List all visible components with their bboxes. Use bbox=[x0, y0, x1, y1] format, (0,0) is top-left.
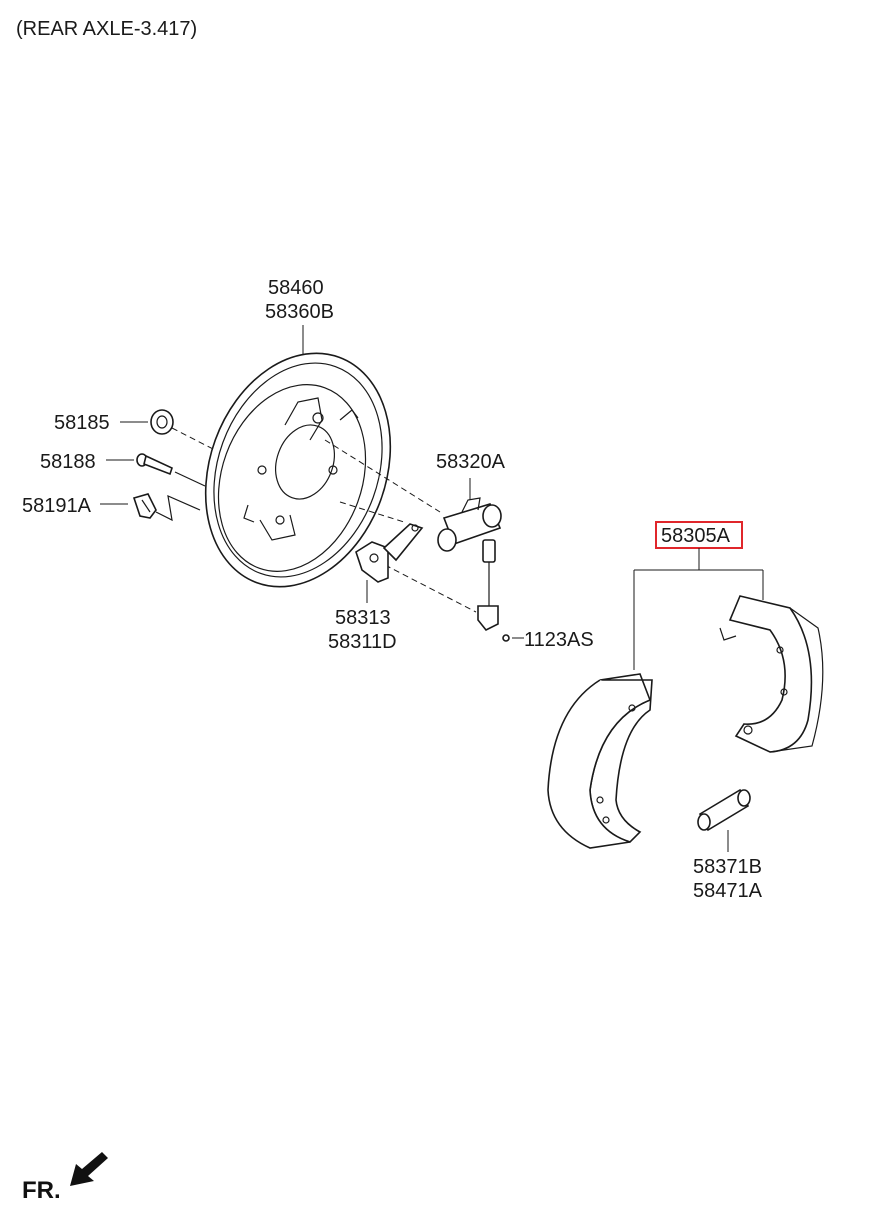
callout-58185[interactable]: 58185 bbox=[54, 412, 110, 434]
callout-58460[interactable]: 58460 bbox=[268, 277, 324, 299]
callout-58311D[interactable]: 58311D bbox=[328, 631, 397, 653]
clip-58191A[interactable] bbox=[132, 493, 157, 519]
callout-58191A[interactable]: 58191A bbox=[22, 495, 92, 517]
callout-58320A[interactable]: 58320A bbox=[436, 451, 506, 473]
bolt-58188[interactable] bbox=[136, 453, 173, 476]
brake-backing-plate[interactable] bbox=[174, 327, 421, 613]
lever-58313[interactable] bbox=[355, 523, 424, 583]
callout-58471A[interactable]: 58471A bbox=[693, 880, 763, 902]
adjuster-58371B[interactable] bbox=[697, 788, 751, 832]
front-direction-label: FR. bbox=[22, 1177, 61, 1204]
callout-58305A[interactable]: 58305A bbox=[661, 525, 731, 547]
brake-shoe-left[interactable] bbox=[547, 673, 653, 849]
callout-58188[interactable]: 58188 bbox=[40, 451, 96, 473]
callout-58371B[interactable]: 58371B bbox=[693, 856, 762, 878]
diagram-title: (REAR AXLE-3.417) bbox=[16, 18, 197, 40]
callout-58360B[interactable]: 58360B bbox=[265, 301, 334, 323]
grommet-58185[interactable] bbox=[150, 409, 174, 435]
front-direction-arrow-icon bbox=[70, 1152, 108, 1186]
callout-1123AS[interactable]: 1123AS bbox=[524, 629, 594, 651]
brake-shoe-right[interactable] bbox=[719, 595, 824, 753]
callout-58313[interactable]: 58313 bbox=[335, 607, 391, 629]
wheel-cylinder-58320A[interactable] bbox=[437, 497, 502, 552]
bleeder-screw-1123AS[interactable] bbox=[477, 539, 510, 642]
